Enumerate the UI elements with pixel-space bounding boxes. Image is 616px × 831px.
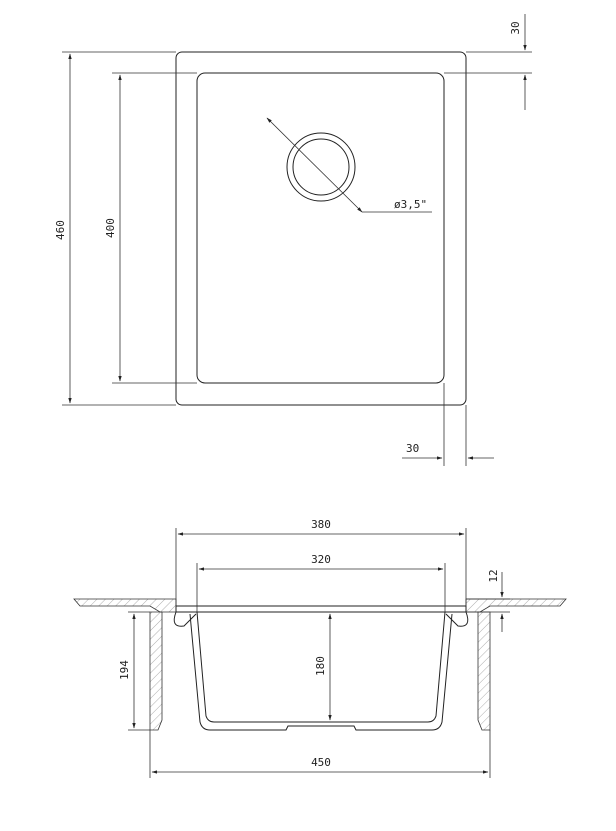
drain-inner-circle: [292, 138, 350, 196]
sink-hook-left: [173, 611, 197, 627]
dim-12-label: 12: [487, 569, 500, 582]
drain-diameter-label: ø3,5": [394, 198, 427, 211]
dim-380-label: 380: [311, 518, 331, 531]
sink-inner-bowl: [196, 72, 445, 384]
dim-30-right-label: 30: [406, 442, 419, 455]
cabinet-wall-left: [149, 611, 163, 731]
dim-180-label: 180: [314, 656, 327, 676]
dim-320-label: 320: [311, 553, 331, 566]
sink-outer-rim: [175, 51, 467, 406]
sink-flange: [175, 605, 467, 613]
section-view: 380 320 12 194 180 450: [73, 518, 567, 778]
dim-460-label: 460: [54, 220, 67, 240]
sink-hook-right: [445, 611, 469, 627]
countertop-right: [465, 598, 567, 613]
dim-194-label: 194: [118, 660, 131, 680]
countertop-left: [73, 598, 177, 613]
sink-bowl-outer: [189, 613, 453, 731]
sink-bowl-inner: [196, 611, 446, 723]
dim-30-top-label: 30: [509, 21, 522, 34]
top-view: ø3,5" 460 400 30 30: [54, 14, 532, 466]
drain-diameter-line: [266, 117, 363, 213]
cabinet-wall-right: [477, 611, 491, 731]
dim-450-label: 450: [311, 756, 331, 769]
dim-400-label: 400: [104, 218, 117, 238]
drain-outer-circle: [286, 132, 356, 202]
